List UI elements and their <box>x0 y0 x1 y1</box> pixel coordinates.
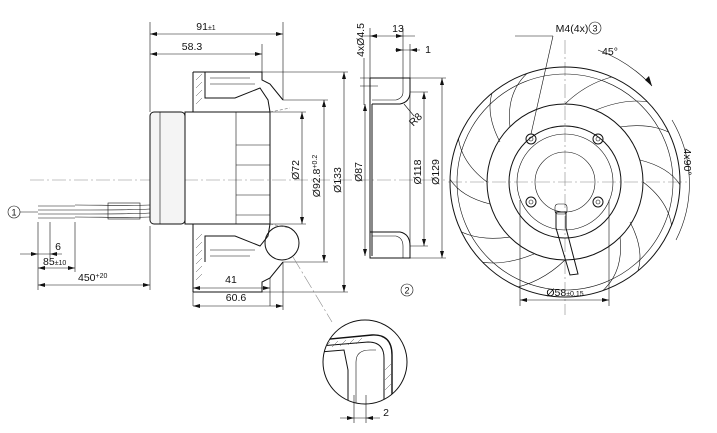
section-view: 13 1 4xØ4.5 R8 Ø87 Ø118 Ø129 <box>353 23 446 297</box>
impeller-shroud-bottom <box>192 223 284 293</box>
dim-inlet-depth: 41 <box>225 274 237 286</box>
dim-radius: R8 <box>407 111 425 129</box>
dim-thread: M4(4x) <box>556 23 589 35</box>
dim-detail: 2 <box>383 407 389 419</box>
dim-pattern: 4x90° <box>681 149 693 176</box>
dim-motor-offset: 58.3 <box>182 41 203 53</box>
dim-dia-ring: Ø87 <box>353 162 365 182</box>
dim-width: 13 <box>392 23 404 35</box>
dim-lead-strip: 85±10 <box>43 256 66 268</box>
dim-bolt-circle: Ø58±0.15 <box>546 287 583 299</box>
dim-dia-inner: Ø72 <box>290 160 302 180</box>
dim-strip-len: 6 <box>55 241 61 253</box>
shroud-hatching <box>195 73 203 281</box>
dim-holes: 4xØ4.5 <box>355 23 367 57</box>
dim-angle: 45° <box>602 46 618 58</box>
rotor-hub <box>184 111 271 225</box>
dim-dia-129: Ø129 <box>430 159 442 185</box>
dim-inlet-total: 60.6 <box>226 292 247 304</box>
front-view: M4(4x) 3 45° 4x90° Ø58±0.15 <box>448 21 693 315</box>
dim-overall-length: 91±1 <box>196 21 216 33</box>
side-view: 1 91±1 58.3 Ø72 Ø92.8+0.2 <box>7 21 355 323</box>
cable <box>38 202 151 220</box>
dim-dia-118: Ø118 <box>412 159 424 184</box>
impeller-rim <box>449 66 681 298</box>
callout-3-circle <box>588 21 602 35</box>
motor-body <box>149 111 186 225</box>
dim-dia-outer: Ø133 <box>332 167 344 193</box>
impeller-shroud-top <box>192 71 284 113</box>
detail-view: 2 <box>322 319 408 423</box>
dim-dia-mid: Ø92.8+0.2 <box>311 155 323 198</box>
callout-2-circle <box>400 283 414 297</box>
callout-3: 3 <box>592 24 597 34</box>
bolt-holes <box>525 133 604 208</box>
ring-profile <box>369 77 411 259</box>
dim-lip: 1 <box>425 44 431 56</box>
callout-2: 2 <box>404 286 409 296</box>
callout-1: 1 <box>11 208 16 218</box>
dim-lead-len: 450+20 <box>78 272 108 284</box>
cable-outlet <box>555 211 579 276</box>
